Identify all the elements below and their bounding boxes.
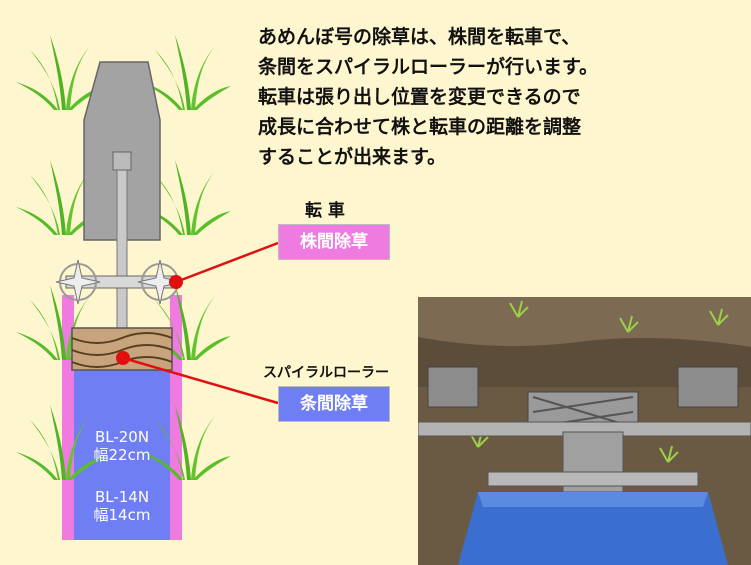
- field-photo: [418, 297, 751, 565]
- roller-label: スパイラルローラー: [263, 365, 389, 381]
- roller-marker: [116, 351, 130, 365]
- description-line: 成長に合わせて株と転車の距離を調整: [258, 116, 582, 138]
- wheel-left-icon: [55, 259, 101, 305]
- description-line: 転車は張り出し位置を変更できるので: [258, 86, 581, 108]
- wheel-tag: 株間除草: [278, 224, 390, 260]
- wheel-label: 転 車: [305, 201, 345, 221]
- width-label-20n: BL-20N 幅22cm: [74, 428, 170, 464]
- machine-diagram: [16, 35, 279, 540]
- wheel-marker: [169, 275, 183, 289]
- width-14n: 幅14cm: [93, 506, 151, 524]
- model-14n: BL-14N: [94, 488, 150, 506]
- width-20n: 幅22cm: [93, 446, 151, 464]
- description-line: あめんぼ号の除草は、株間を転車で、: [258, 26, 581, 48]
- width-label-14n: BL-14N 幅14cm: [74, 488, 170, 524]
- description-line: することが出来ます。: [258, 146, 447, 168]
- description-line: 条間をスパイラルローラーが行います。: [258, 56, 599, 78]
- blue-width-band: [74, 360, 170, 540]
- model-20n: BL-20N: [94, 428, 150, 446]
- roller-tag: 条間除草: [278, 386, 390, 422]
- description: あめんぼ号の除草は、株間を転車で、 条間をスパイラルローラーが行います。 転車は…: [258, 22, 738, 172]
- machine-hood: [83, 61, 161, 241]
- machine-shaft: [116, 169, 128, 331]
